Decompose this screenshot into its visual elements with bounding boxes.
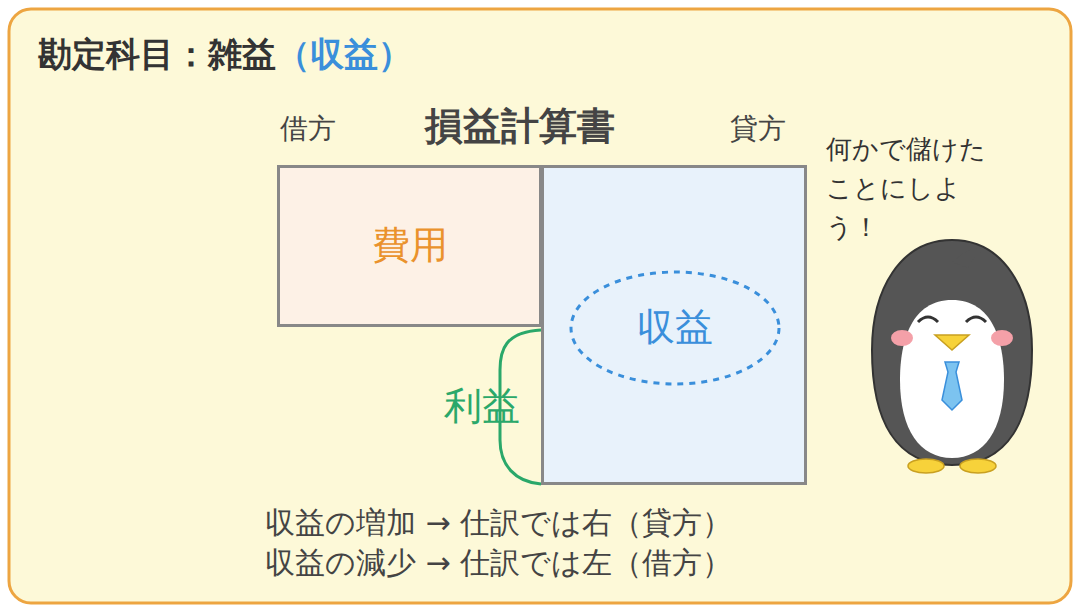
credit-side: 貸方	[730, 112, 786, 146]
statement-title: 損益計算書	[425, 104, 615, 150]
penguin	[863, 240, 1042, 473]
speech-text: 何かで儲けたことにしよう！	[826, 130, 990, 247]
title: 勘定科目：雑益	[38, 34, 276, 75]
title-category: （収益）	[276, 34, 412, 75]
node-label: 費用	[372, 223, 448, 269]
note: 収益の増加 → 仕訳では右（貸方）	[265, 505, 732, 541]
frame	[9, 9, 1071, 603]
revenue-ellipse: 収益	[569, 270, 781, 386]
profit-label: 利益	[444, 384, 520, 430]
debit-side: 借方	[280, 112, 336, 146]
revenue-box: 収益	[541, 165, 807, 485]
note: 収益の減少 → 仕訳では左（借方）	[265, 545, 732, 581]
expense-box: 費用	[277, 165, 542, 327]
title-row: 勘定科目：雑益（収益）	[38, 34, 412, 75]
node-label: 収益	[637, 305, 713, 351]
